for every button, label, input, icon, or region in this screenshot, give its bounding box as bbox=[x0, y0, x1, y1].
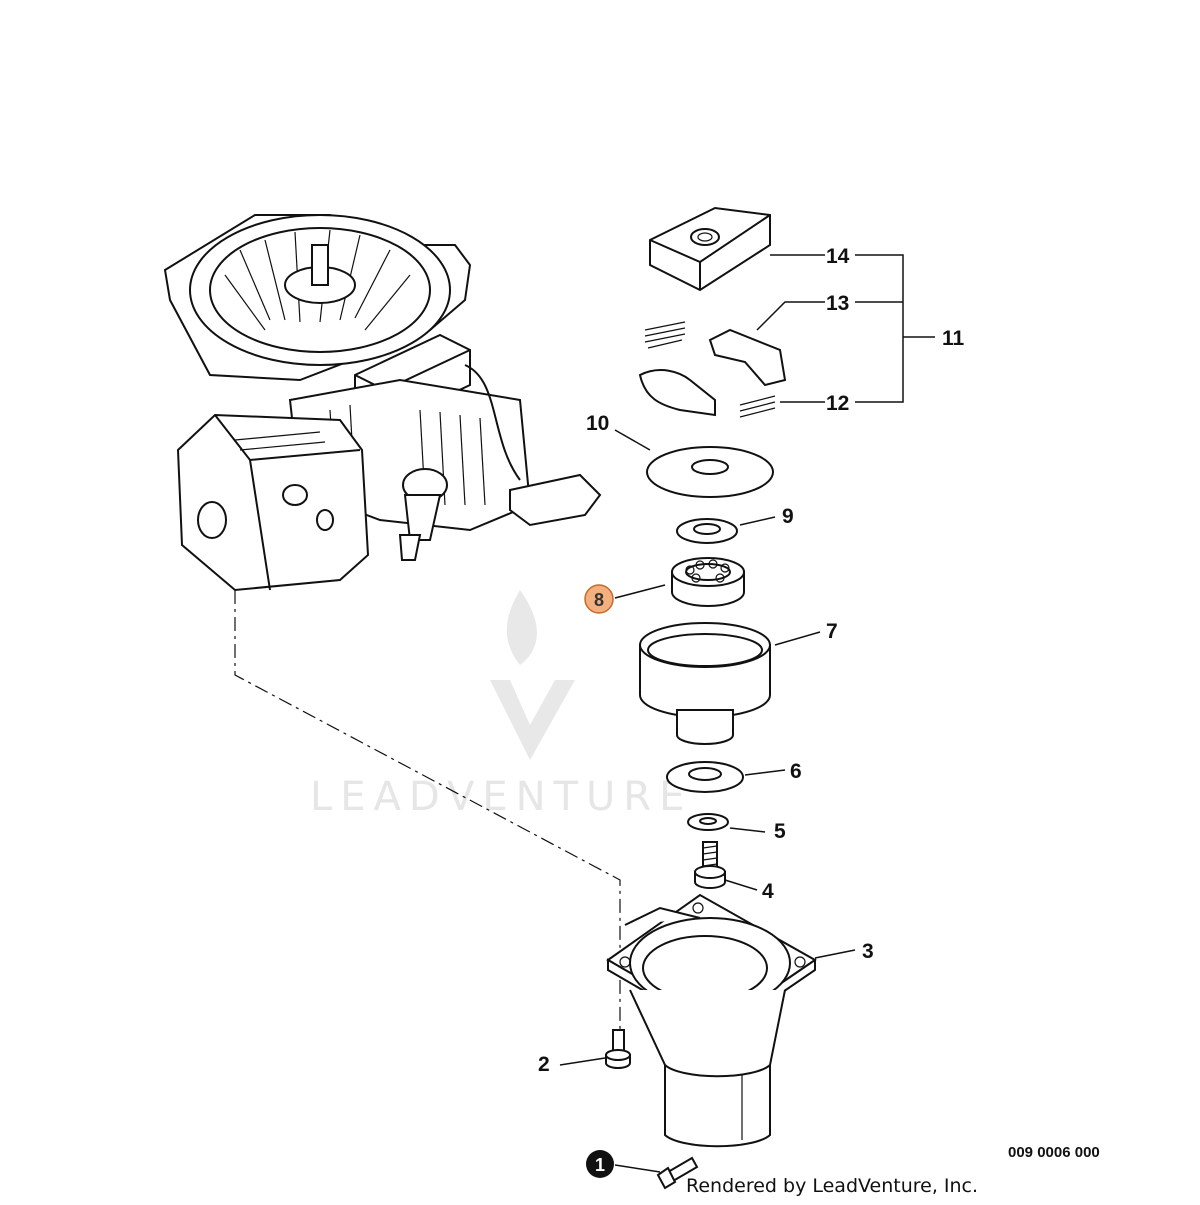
callout-13[interactable]: 13 bbox=[826, 292, 849, 315]
callout-labels: 14 13 11 12 10 9 8 7 6 5 4 3 2 1 bbox=[538, 245, 965, 1178]
part-13-clutch-shoes bbox=[638, 321, 787, 418]
leadventure-watermark: LEADVENTURE bbox=[310, 590, 692, 820]
callout-12[interactable]: 12 bbox=[826, 392, 849, 415]
callout-2[interactable]: 2 bbox=[538, 1053, 550, 1076]
callout-8[interactable]: 8 bbox=[594, 590, 604, 610]
callout-10[interactable]: 10 bbox=[586, 412, 609, 435]
part-5-washer bbox=[687, 813, 729, 831]
part-8-bearing bbox=[671, 557, 745, 607]
callout-1[interactable]: 1 bbox=[595, 1155, 605, 1175]
part-number: 009 0006 000 bbox=[1008, 1144, 1100, 1161]
engine-assembly bbox=[163, 214, 602, 592]
part-4-screw bbox=[694, 841, 726, 889]
part-1-screw bbox=[656, 1156, 699, 1190]
callout-3[interactable]: 3 bbox=[862, 940, 874, 963]
callout-6[interactable]: 6 bbox=[790, 760, 802, 783]
part-14-plate bbox=[649, 206, 771, 292]
callout-11[interactable]: 11 bbox=[942, 327, 965, 350]
part-3-housing bbox=[606, 893, 817, 1148]
part-9-washer bbox=[676, 518, 738, 544]
callout-4[interactable]: 4 bbox=[762, 880, 774, 903]
callout-5[interactable]: 5 bbox=[774, 820, 786, 843]
part-10-washer bbox=[646, 446, 774, 498]
callout-8-highlight[interactable]: 8 bbox=[584, 584, 614, 614]
callout-14[interactable]: 14 bbox=[826, 245, 850, 268]
part-2-screw bbox=[605, 1029, 631, 1069]
part-6-washer bbox=[666, 761, 744, 793]
callout-9[interactable]: 9 bbox=[782, 505, 794, 528]
credit-text: Rendered by LeadVenture, Inc. bbox=[686, 1175, 978, 1197]
callout-7[interactable]: 7 bbox=[826, 620, 838, 643]
watermark-text: LEADVENTURE bbox=[310, 774, 692, 820]
leader-lines bbox=[559, 254, 935, 1173]
part-7-clutch-drum bbox=[639, 622, 771, 745]
callout-1-filled[interactable]: 1 bbox=[586, 1150, 614, 1178]
